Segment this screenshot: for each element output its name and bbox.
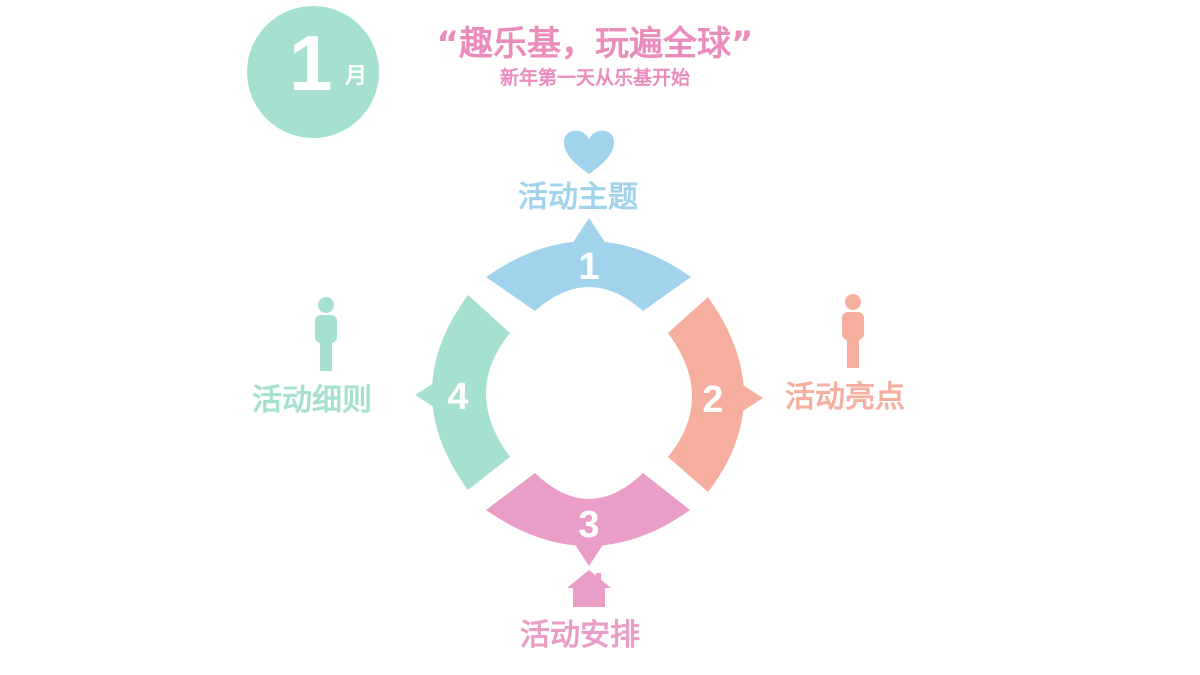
segment-1-number: 1 xyxy=(578,246,599,288)
segment-2-arc xyxy=(668,297,744,492)
segment-3-label: 活动安排 xyxy=(520,618,640,653)
heart-icon xyxy=(564,130,614,174)
segment-4-arc xyxy=(432,295,510,490)
segment-3-pointer xyxy=(572,540,606,566)
person-icon xyxy=(842,294,864,368)
segment-2-label: 活动亮点 xyxy=(785,380,905,415)
title-block: “趣乐基，玩遍全球” 新年第一天从乐基开始 xyxy=(405,22,785,90)
house-icon xyxy=(567,570,611,607)
month-number: 1 xyxy=(289,19,333,107)
segment-1-label: 活动主题 xyxy=(518,180,638,215)
cycle-segment-2: 2 xyxy=(668,297,763,492)
cycle-segment-3: 3 xyxy=(486,473,690,566)
segment-4-label: 活动细则 xyxy=(252,383,372,418)
page-title: “趣乐基，玩遍全球” xyxy=(436,24,754,64)
segment-1-arc xyxy=(486,241,691,311)
segment-2-number: 2 xyxy=(702,379,723,421)
segment-3-number: 3 xyxy=(578,504,599,546)
cycle-segment-4: 4 xyxy=(415,295,510,490)
segment-4-pointer xyxy=(415,379,440,411)
person-icon xyxy=(315,297,337,371)
cycle-segment-1: 1 xyxy=(486,218,691,311)
segment-1-pointer xyxy=(572,218,606,244)
segment-3-arc xyxy=(486,473,690,546)
month-unit: 月 xyxy=(345,64,368,89)
segment-2-pointer xyxy=(738,382,763,414)
page-subtitle: 新年第一天从乐基开始 xyxy=(499,67,690,89)
month-badge xyxy=(247,6,379,138)
segment-4-number: 4 xyxy=(447,376,468,418)
